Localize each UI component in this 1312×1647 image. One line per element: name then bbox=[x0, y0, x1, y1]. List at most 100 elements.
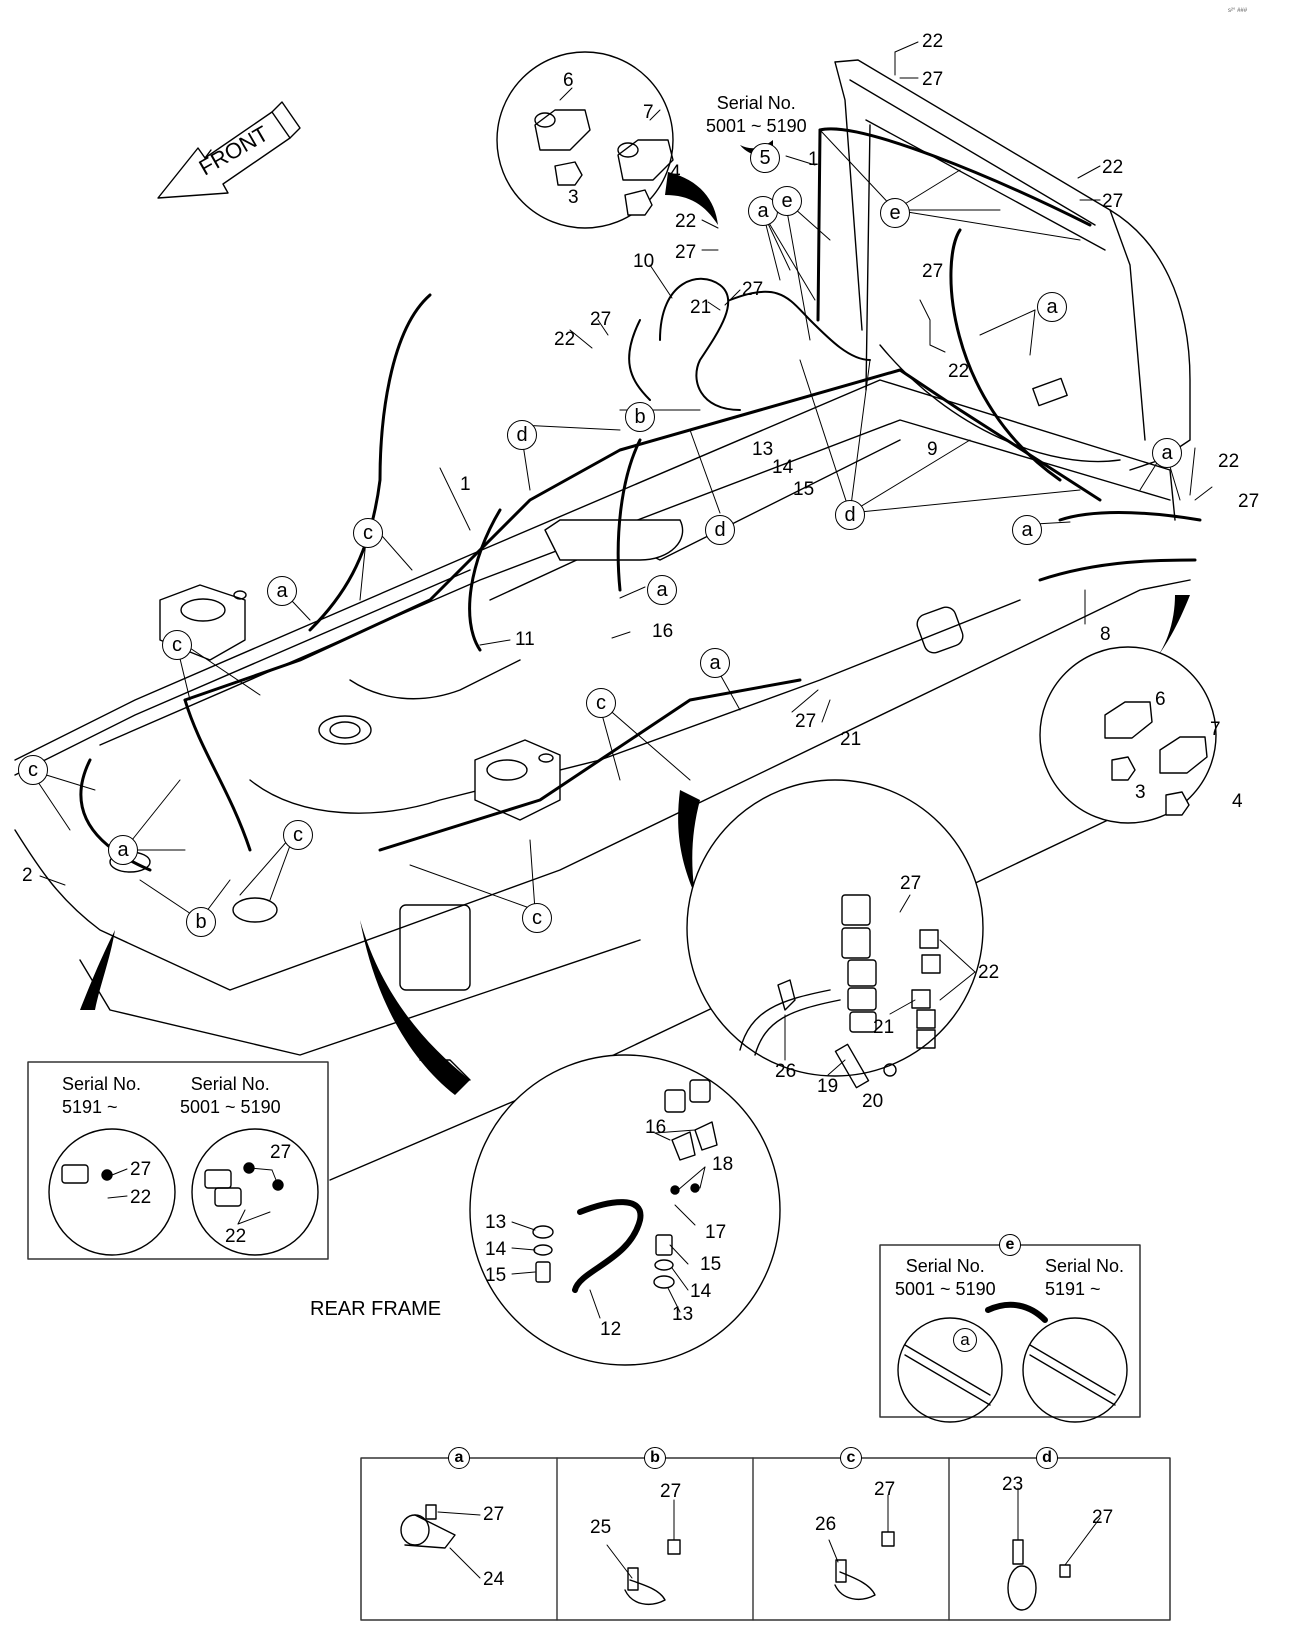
front-arrow-icon bbox=[157, 101, 301, 199]
clamp-marker-d: d bbox=[507, 420, 537, 450]
detail-label-3: 3 bbox=[568, 187, 579, 208]
callout-1: 1 bbox=[460, 474, 471, 495]
inset-circle-right bbox=[191, 1128, 319, 1256]
serial-prefix: Serial No. bbox=[716, 93, 796, 113]
clamp-marker-e: e bbox=[772, 186, 802, 216]
clamp-marker-a: a bbox=[267, 576, 297, 606]
legend-b-part-27: 27 bbox=[660, 1481, 682, 1502]
detail-label-7: 7 bbox=[1210, 719, 1221, 740]
clamp-marker-b: b bbox=[186, 907, 216, 937]
callout-13: 13 bbox=[752, 439, 774, 460]
clamp-marker-a: a bbox=[1152, 438, 1182, 468]
detail-label-6: 6 bbox=[1155, 689, 1166, 710]
callout-8: 8 bbox=[1100, 624, 1111, 645]
detail-label-27: 27 bbox=[900, 873, 922, 894]
detail-label-18: 18 bbox=[712, 1154, 734, 1175]
callout-22: 22 bbox=[1218, 451, 1240, 472]
clamp-b-icon bbox=[606, 1499, 681, 1606]
harness-1 bbox=[79, 127, 1202, 872]
inset-label-27: 27 bbox=[270, 1142, 292, 1163]
callout-21: 21 bbox=[840, 729, 862, 750]
clamp-26-icon bbox=[777, 979, 796, 1011]
callout-2: 2 bbox=[22, 865, 33, 886]
detail-label-19: 19 bbox=[817, 1076, 839, 1097]
terminal-cover-6-icon bbox=[534, 109, 591, 151]
callout-27: 27 bbox=[1102, 191, 1124, 212]
connectors-16-icon bbox=[664, 1079, 718, 1161]
inset-e-left-header: Serial No. 5001 ~ 5190 bbox=[895, 1255, 996, 1302]
callout-27: 27 bbox=[922, 261, 944, 282]
detail-label-15: 15 bbox=[700, 1254, 722, 1275]
callout-arrows bbox=[80, 140, 1190, 1095]
legend-marker-c: c bbox=[840, 1447, 862, 1469]
callout-11: 11 bbox=[515, 629, 535, 650]
inset-label-27: 27 bbox=[130, 1159, 152, 1180]
legend-b-part-25: 25 bbox=[590, 1517, 612, 1538]
inset-e-clamp-marker-a: a bbox=[953, 1328, 977, 1352]
clamp-marker-a: a bbox=[700, 648, 730, 678]
legend-d-part-27: 27 bbox=[1092, 1507, 1114, 1528]
serial-marker-5: 5 bbox=[750, 143, 780, 173]
callout-22: 22 bbox=[554, 329, 576, 350]
legend-marker-a: a bbox=[448, 1447, 470, 1469]
detail-label-14: 14 bbox=[485, 1239, 507, 1260]
bracket-plates-icon bbox=[911, 929, 941, 1049]
detail-circle-relay bbox=[686, 779, 984, 1077]
inset-serial-right-title: Serial No. bbox=[190, 1074, 270, 1094]
legend-d-part-23: 23 bbox=[1002, 1474, 1024, 1495]
clamp-marker-a: a bbox=[1037, 292, 1067, 322]
clamp-marker-a: a bbox=[1012, 515, 1042, 545]
clamp-c-icon bbox=[828, 1494, 895, 1601]
callout-22: 22 bbox=[948, 361, 970, 382]
callout-22: 22 bbox=[675, 211, 697, 232]
inset-label-22: 22 bbox=[130, 1187, 152, 1208]
serial-range: 5001 ~ 5190 bbox=[706, 116, 807, 137]
clamp-marker-d: d bbox=[705, 515, 735, 545]
legend-c-part-27: 27 bbox=[874, 1479, 896, 1500]
inset-circle-left bbox=[48, 1128, 176, 1256]
callout-21: 21 bbox=[690, 297, 712, 318]
hood-panel bbox=[834, 59, 1191, 471]
rear-frame-label: REAR FRAME bbox=[310, 1298, 442, 1320]
legend-a-part-27: 27 bbox=[483, 1504, 505, 1525]
corner-mark: s²° ### bbox=[1228, 8, 1248, 14]
clamp-marker-b: b bbox=[625, 402, 655, 432]
terminal-cover-7-icon bbox=[617, 139, 674, 181]
detail-label-17: 17 bbox=[705, 1222, 727, 1243]
inset-e-right-range: 5191 ~ bbox=[1045, 1279, 1101, 1300]
detail-circle-terminals-right bbox=[1039, 646, 1217, 824]
detail-label-21: 21 bbox=[873, 1017, 895, 1038]
detail-label-3: 3 bbox=[1135, 782, 1146, 803]
detail-label-4: 4 bbox=[1232, 791, 1243, 812]
legend-marker-b: b bbox=[644, 1447, 666, 1469]
inset-label-22: 22 bbox=[225, 1226, 247, 1247]
ground-cable-12-icon bbox=[572, 1199, 644, 1293]
callout-22: 22 bbox=[922, 31, 944, 52]
nut-20-icon bbox=[883, 1063, 897, 1077]
detail-label-22: 22 bbox=[978, 962, 1000, 983]
detail-label-12: 12 bbox=[600, 1319, 622, 1340]
top-serial-label: Serial No. 5001 ~ 5190 bbox=[706, 92, 807, 139]
detail-label-26: 26 bbox=[775, 1061, 797, 1082]
clamp-marker-c: c bbox=[283, 820, 313, 850]
detail-label-20: 20 bbox=[862, 1091, 884, 1112]
callout-9: 9 bbox=[927, 439, 938, 460]
inset-serial-left-range: 5191 ~ bbox=[62, 1097, 118, 1118]
detail-label-4: 4 bbox=[670, 162, 681, 183]
callout-22: 22 bbox=[1102, 157, 1124, 178]
terminal-3-icon bbox=[554, 161, 583, 186]
inset-serial-right-range: 5001 ~ 5190 bbox=[180, 1097, 281, 1118]
detail-label-6: 6 bbox=[563, 70, 574, 91]
inset-serial-left-header: Serial No. 5191 ~ bbox=[62, 1073, 141, 1120]
inset-e-left-range: 5001 ~ 5190 bbox=[895, 1279, 996, 1300]
inset-serial-left-title: Serial No. bbox=[62, 1074, 142, 1094]
callout-16: 16 bbox=[652, 621, 674, 642]
callout-10: 10 bbox=[633, 251, 655, 272]
clamp-marker-c: c bbox=[18, 755, 48, 785]
relay-connectors-icon bbox=[739, 894, 877, 1056]
detail-circle-terminals-top bbox=[496, 51, 674, 229]
clamp-marker-e: e bbox=[880, 198, 910, 228]
callout-15: 15 bbox=[793, 479, 815, 500]
inset-serial-right-header: Serial No. 5001 ~ 5190 bbox=[180, 1073, 281, 1120]
